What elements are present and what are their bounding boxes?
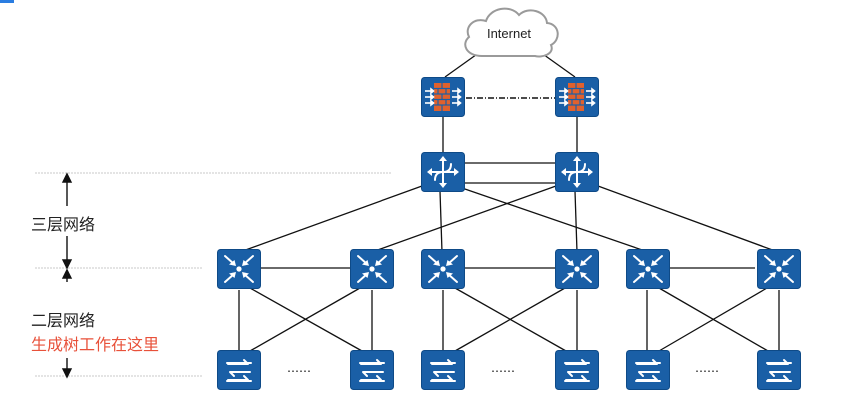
link-router-right-agg-2 bbox=[371, 185, 557, 253]
access-switch-4[interactable] bbox=[555, 350, 599, 390]
link-router-left-agg-5 bbox=[461, 187, 649, 253]
ellipsis-group-3: …… bbox=[695, 361, 719, 375]
firewall-left[interactable] bbox=[421, 77, 465, 117]
link-agg-6-access-5 bbox=[658, 287, 768, 352]
link-internet-firewall-left bbox=[444, 51, 481, 78]
core-router-right[interactable] bbox=[555, 152, 599, 192]
layer3-network-label: 三层网络 bbox=[31, 215, 96, 234]
agg-switch-5[interactable] bbox=[626, 249, 670, 289]
firewall-right[interactable] bbox=[555, 77, 599, 117]
access-switch-1[interactable] bbox=[217, 350, 261, 390]
layer3-arrow-down-head bbox=[61, 259, 73, 270]
agg-switch-2[interactable] bbox=[350, 249, 394, 289]
access-switch-3[interactable] bbox=[421, 350, 465, 390]
spanning-tree-note: 生成树工作在这里 bbox=[31, 335, 160, 354]
layer2-arrow-down-head bbox=[61, 368, 73, 379]
layer-arrows bbox=[61, 172, 73, 379]
layer2-network-label: 二层网络 bbox=[31, 311, 96, 330]
agg-switch-1[interactable] bbox=[217, 249, 261, 289]
access-switch-5[interactable] bbox=[626, 350, 670, 390]
link-router-left-agg-3 bbox=[439, 190, 443, 253]
corner-accent-mark bbox=[0, 0, 14, 3]
cloud-icon bbox=[464, 7, 559, 58]
ellipsis-group-2: …… bbox=[491, 361, 515, 375]
core-router-left[interactable] bbox=[421, 152, 465, 192]
link-agg-2-access-1 bbox=[249, 287, 361, 352]
link-router-left-agg-1 bbox=[239, 185, 423, 253]
access-switch-2[interactable] bbox=[350, 350, 394, 390]
layer-guide-lines bbox=[35, 172, 392, 377]
internet-label: Internet bbox=[487, 26, 531, 41]
agg-switch-6[interactable] bbox=[757, 249, 801, 289]
agg-switch-4[interactable] bbox=[555, 249, 599, 289]
link-router-right-agg-6 bbox=[597, 185, 779, 253]
access-switch-6[interactable] bbox=[757, 350, 801, 390]
network-links bbox=[238, 51, 780, 352]
internet-cloud: Internet bbox=[464, 7, 559, 58]
ellipsis-group-1: …… bbox=[287, 361, 311, 375]
link-agg-4-access-3 bbox=[454, 287, 566, 352]
agg-switch-3[interactable] bbox=[421, 249, 465, 289]
layer3-arrow-up-head bbox=[61, 172, 73, 183]
link-router-right-agg-4 bbox=[574, 190, 578, 253]
